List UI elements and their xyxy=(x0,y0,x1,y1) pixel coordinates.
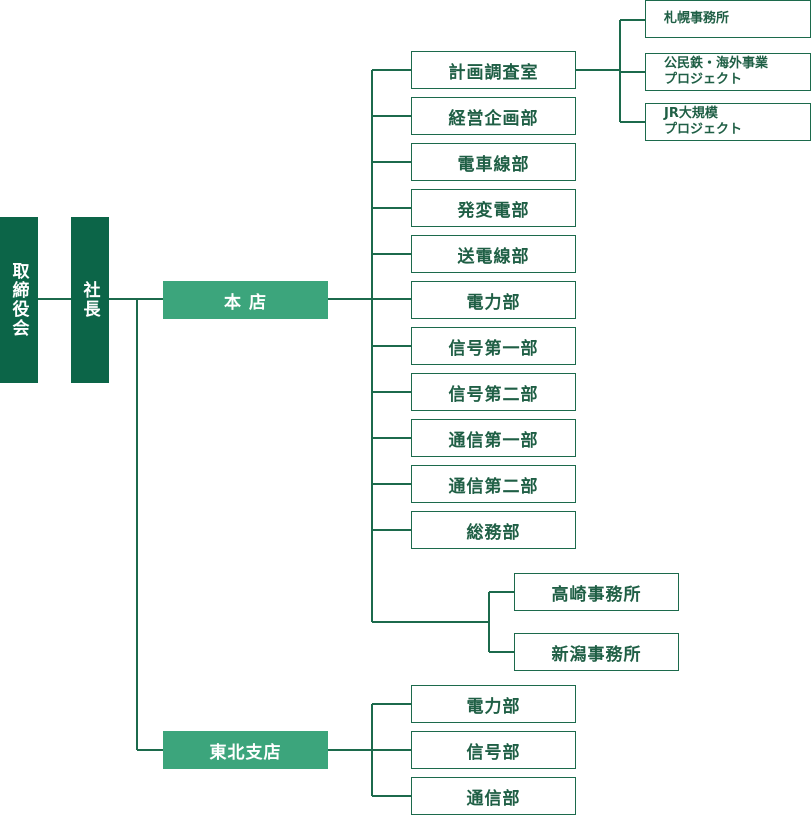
tohoku-dept-box: 電力部 xyxy=(411,685,576,723)
dept-box: 総務部 xyxy=(411,511,576,549)
dept-box: 信号第二部 xyxy=(411,373,576,411)
dept-box: 発変電部 xyxy=(411,189,576,227)
office-box: 新潟事務所 xyxy=(514,633,679,671)
dept-label: 計画調査室 xyxy=(448,62,539,83)
dept-box: 送電線部 xyxy=(411,235,576,273)
tohoku-dept-box: 信号部 xyxy=(411,731,576,769)
dept-label: 電車線部 xyxy=(457,154,530,175)
planning-sub-box: 札幌事務所 xyxy=(645,0,811,38)
head-office-label: 本 店 xyxy=(224,292,267,313)
tohoku-branch-label: 東北支店 xyxy=(209,742,282,763)
tohoku-dept-label: 通信部 xyxy=(466,788,521,809)
dept-box: 電車線部 xyxy=(411,143,576,181)
dept-box: 通信第二部 xyxy=(411,465,576,503)
tohoku-branch-box: 東北支店 xyxy=(163,731,328,769)
board-of-directors-box: 取締役会 xyxy=(0,217,38,383)
planning-sub-box: JR大規模 プロジェクト xyxy=(645,103,811,141)
planning-sub-label: 札幌事務所 xyxy=(664,11,730,26)
dept-label: 発変電部 xyxy=(457,200,530,221)
dept-label: 通信第一部 xyxy=(448,430,539,451)
dept-label: 総務部 xyxy=(466,522,521,543)
tohoku-dept-box: 通信部 xyxy=(411,777,576,815)
dept-label: 信号第二部 xyxy=(448,384,539,405)
office-box: 高崎事務所 xyxy=(514,573,679,611)
head-office-box: 本 店 xyxy=(163,281,328,319)
president-box: 社長 xyxy=(71,217,109,383)
dept-label: 電力部 xyxy=(466,292,521,313)
dept-box: 通信第一部 xyxy=(411,419,576,457)
planning-sub-label: JR大規模 プロジェクト xyxy=(664,106,743,137)
planning-sub-box: 公民鉄・海外事業 プロジェクト xyxy=(645,53,811,91)
tohoku-dept-label: 電力部 xyxy=(466,696,521,717)
dept-label: 送電線部 xyxy=(457,246,530,267)
dept-label: 通信第二部 xyxy=(448,476,539,497)
president-label: 社長 xyxy=(79,281,100,319)
office-label: 高崎事務所 xyxy=(551,584,642,605)
dept-label: 信号第一部 xyxy=(448,338,539,359)
tohoku-dept-label: 信号部 xyxy=(466,742,521,763)
board-label: 取締役会 xyxy=(8,262,29,338)
dept-box: 電力部 xyxy=(411,281,576,319)
planning-sub-label: 公民鉄・海外事業 プロジェクト xyxy=(664,56,769,87)
office-label: 新潟事務所 xyxy=(551,644,642,665)
dept-box: 経営企画部 xyxy=(411,97,576,135)
dept-box: 計画調査室 xyxy=(411,51,576,89)
dept-label: 経営企画部 xyxy=(448,108,539,129)
dept-box: 信号第一部 xyxy=(411,327,576,365)
